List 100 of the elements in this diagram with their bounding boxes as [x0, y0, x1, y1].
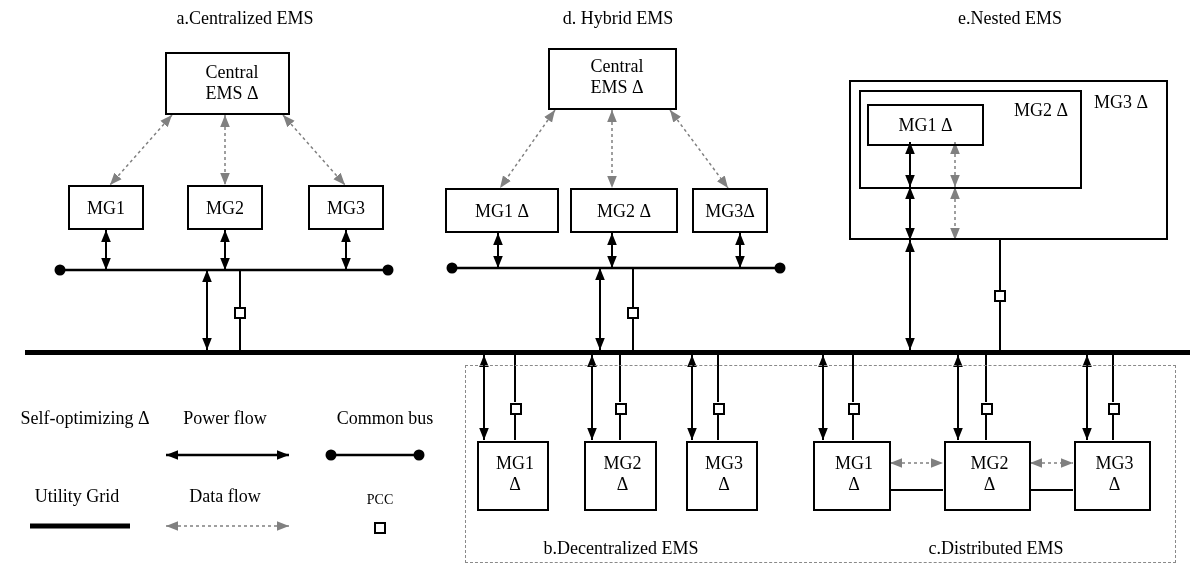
region-label: c.Distributed EMS — [927, 538, 1065, 559]
microgrid-box — [584, 441, 657, 511]
power-flow-arrow — [587, 354, 597, 441]
microgrid-box — [477, 441, 549, 511]
node-label: MG1 — [86, 197, 126, 218]
data-flow-arrow — [950, 141, 960, 188]
connector-line — [239, 318, 241, 351]
section-label: a.Centralized EMS — [175, 8, 315, 29]
power-flow-arrow — [202, 269, 212, 351]
power-flow-arrow — [905, 186, 915, 241]
node-label: MG2 Δ — [969, 453, 1010, 495]
microgrid-box — [686, 441, 758, 511]
data-flow-arrow — [889, 458, 944, 468]
connector-line — [852, 413, 854, 441]
pcc-square — [1108, 403, 1120, 415]
legend-label: Utility Grid — [33, 486, 121, 507]
microgrid-box — [187, 185, 263, 230]
legend-label: Self-optimizing Δ — [19, 408, 151, 429]
node-label: MG1 Δ — [473, 200, 531, 221]
legend-label: PCC — [365, 492, 395, 509]
data-flow-arrow — [499, 109, 556, 189]
data-flow-arrow — [950, 186, 960, 241]
connector-line — [239, 269, 241, 308]
connector-line — [514, 354, 516, 403]
connector-line — [619, 354, 621, 403]
ems-control-box — [165, 52, 290, 115]
connector-line — [852, 354, 854, 403]
microgrid-box — [1074, 441, 1151, 511]
microgrid-box — [813, 441, 891, 511]
power-flow-arrow — [953, 354, 963, 441]
power-flow-arrow — [905, 239, 915, 351]
ems-control-box — [548, 48, 677, 110]
connector-line — [1029, 489, 1074, 491]
power-flow-arrow — [220, 229, 230, 271]
power-flow-arrow — [341, 229, 351, 271]
node-label: MG3 Δ — [704, 453, 744, 495]
data-flow-arrow — [607, 109, 617, 189]
node-label: MG2 — [205, 197, 245, 218]
connector-line — [999, 301, 1001, 351]
pcc-square — [994, 290, 1006, 302]
pcc-square — [713, 403, 725, 415]
power-flow-arrow — [1082, 354, 1092, 441]
microgrid-box — [867, 104, 984, 146]
pcc-square — [848, 403, 860, 415]
section-label: d. Hybrid EMS — [561, 8, 675, 29]
power-flow-arrow — [687, 354, 697, 441]
pcc-square — [627, 307, 639, 319]
microgrid-box — [308, 185, 384, 230]
connector-line — [632, 267, 634, 308]
connector-line — [1112, 354, 1114, 403]
microgrid-box — [445, 188, 559, 233]
power-flow-arrow — [101, 229, 111, 271]
node-label: MG2 Δ — [1012, 100, 1070, 121]
connector-line — [889, 489, 944, 491]
microgrid-box — [944, 441, 1031, 511]
node-label: Central EMS Δ — [204, 62, 260, 104]
legend-label: Data flow — [188, 486, 262, 507]
node-label: MG2 Δ — [602, 453, 643, 495]
dashed-region — [465, 365, 1176, 563]
data-flow-arrow — [669, 109, 729, 189]
data-flow-arrow — [1029, 458, 1074, 468]
node-label: Central EMS Δ — [589, 56, 645, 98]
data-flow-arrow — [109, 114, 173, 186]
connector-line — [619, 413, 621, 441]
common-bus — [446, 262, 786, 274]
connector-line — [717, 354, 719, 403]
node-label: MG1 Δ — [495, 453, 535, 495]
data-flow-arrow — [282, 114, 346, 186]
power-flow-arrow — [735, 232, 745, 269]
region-label: b.Decentralized EMS — [542, 538, 700, 559]
connector-line — [999, 239, 1001, 291]
node-label: MG3 Δ — [1094, 453, 1135, 495]
power-flow-arrow — [479, 354, 489, 441]
node-label: MG1 Δ — [897, 114, 954, 136]
connector-line — [717, 413, 719, 441]
pcc-square — [234, 307, 246, 319]
node-label: MG3Δ — [704, 200, 756, 221]
connector-line — [514, 413, 516, 441]
legend-label: Common bus — [335, 408, 435, 429]
section-label: e.Nested EMS — [957, 8, 1063, 29]
common-bus — [54, 264, 394, 276]
connector-line — [985, 413, 987, 441]
node-label: MG3 Δ — [1092, 92, 1150, 113]
data-flow-arrow — [220, 114, 230, 186]
connector-line — [632, 318, 634, 351]
node-label: MG2 Δ — [595, 200, 653, 221]
legend-label: Power flow — [182, 408, 268, 429]
node-label: MG1 Δ — [834, 453, 874, 495]
microgrid-box — [692, 188, 768, 233]
connector-line — [1112, 413, 1114, 441]
microgrid-box — [570, 188, 678, 233]
power-flow-arrow — [607, 232, 617, 269]
pcc-square — [615, 403, 627, 415]
microgrid-box — [859, 90, 1082, 189]
pcc-square — [510, 403, 522, 415]
power-flow-arrow — [905, 141, 915, 188]
node-label: MG3 — [326, 197, 366, 218]
power-flow-arrow — [493, 232, 503, 269]
pcc-square — [981, 403, 993, 415]
power-flow-arrow — [595, 267, 605, 351]
